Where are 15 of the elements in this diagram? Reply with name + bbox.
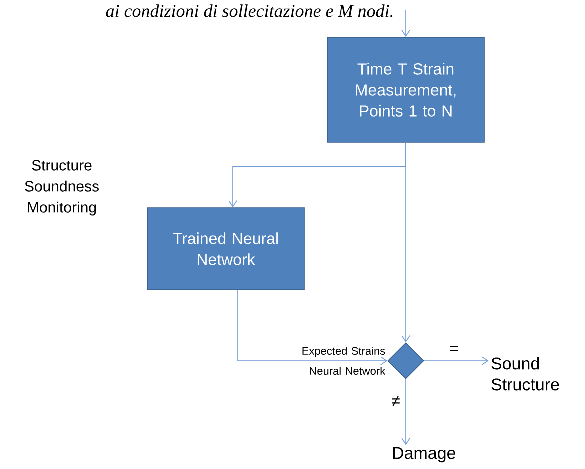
edge-label: Expected Strains Neural Network xyxy=(302,346,386,376)
process-box: Trained Neural Network xyxy=(147,208,305,290)
edge-label: ≠ xyxy=(392,396,400,406)
outcome-text: Damage xyxy=(393,447,456,463)
outcome-text: Sound Structure xyxy=(492,357,560,391)
arrow xyxy=(238,290,388,366)
section-label: Structure Soundness Monitoring xyxy=(25,160,99,216)
arrow xyxy=(402,10,410,38)
edge-label: = xyxy=(450,346,458,352)
arrow xyxy=(424,356,489,366)
arrow xyxy=(402,142,410,343)
caption-text: ai condizioni di sollecitazione e M nodi. xyxy=(106,4,393,18)
arrow xyxy=(402,379,410,446)
process-box: Time T Strain Measurement, Points 1 to N xyxy=(327,37,485,143)
decision-diamond xyxy=(388,342,424,380)
